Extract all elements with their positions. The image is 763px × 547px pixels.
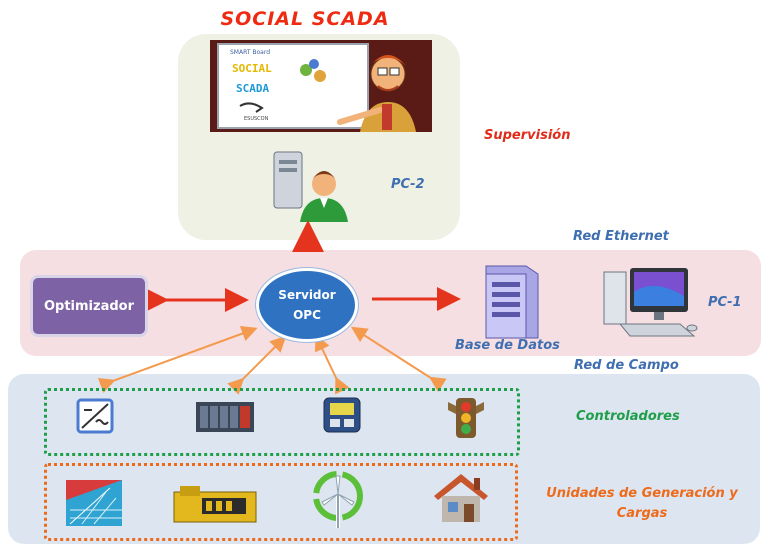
arrow-opc-plc (227, 335, 287, 395)
arrow-opc-meter (315, 334, 350, 395)
unidades-label-line1: Unidades de Generación y (546, 486, 738, 501)
field-panel (8, 374, 760, 544)
easel-logo: ESUSCON (244, 116, 269, 122)
servidor-line1: Servidor (278, 288, 336, 302)
unidades-label-line2: Cargas (616, 506, 668, 521)
base-datos-label: Base de Datos (455, 338, 560, 353)
pc2-label: PC-2 (391, 177, 425, 192)
pc2-user-icon (273, 151, 348, 222)
pc1-label: PC-1 (708, 295, 742, 310)
arrow-opc-inverter (97, 325, 258, 393)
controladores-box (44, 388, 520, 456)
red-campo-label: Red de Campo (574, 358, 679, 373)
arrow-opc-traffic (350, 326, 447, 393)
generator-icon (173, 486, 257, 523)
easel-line1: SOCIAL (232, 62, 272, 75)
solar-panel-icon (66, 480, 122, 526)
red-ethernet-label: Red Ethernet (573, 229, 669, 244)
servidor-line2: OPC (293, 308, 321, 322)
inverter-icon (76, 398, 114, 434)
traffic-light-icon (448, 398, 484, 438)
plc-icon (196, 402, 254, 432)
meter-icon (323, 397, 361, 433)
unidades-label: Unidades de Generación y Cargas (526, 484, 758, 524)
pc1-computer-icon (603, 268, 698, 337)
presenter-icon: SMART Board SOCIAL SCADA ESUSCON (210, 40, 432, 132)
easel-line2: SCADA (236, 82, 269, 95)
database-server-icon (485, 265, 539, 339)
easel-brand: SMART Board (230, 49, 270, 56)
supervision-label: Supervisión (484, 128, 571, 143)
unidades-box (44, 463, 518, 541)
servidor-opc-node: Servidor OPC (256, 268, 358, 342)
diagram-title: SOCIAL SCADA (220, 8, 390, 30)
controladores-label: Controladores (576, 409, 680, 424)
optimizador-box: Optimizador (30, 275, 148, 337)
wind-turbine-icon (313, 471, 363, 528)
house-icon (434, 474, 488, 522)
